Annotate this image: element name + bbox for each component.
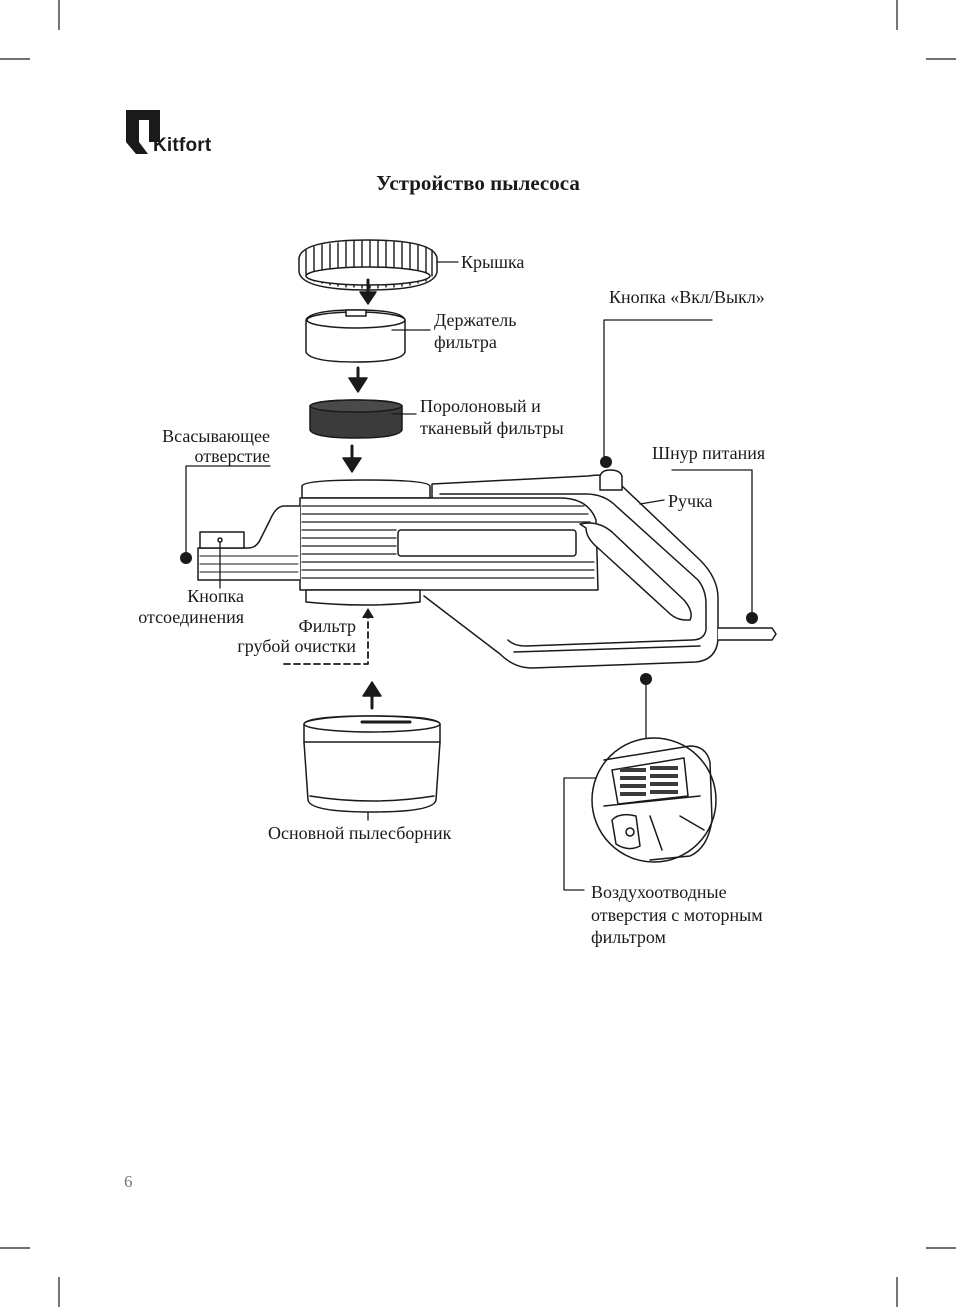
vacuum-body — [197, 469, 777, 669]
arrow-down-icon — [348, 377, 368, 393]
lid-label: Крышка — [461, 252, 525, 272]
dust-container-part — [303, 715, 441, 813]
lid-part — [298, 239, 438, 291]
brand-name: Kitfort — [153, 135, 212, 156]
kitfort-logo-icon — [126, 110, 160, 154]
arrow-up-icon — [362, 681, 382, 697]
arrow-down-icon — [342, 457, 362, 473]
page-number: 6 — [124, 1172, 133, 1191]
handle-label: Ручка — [668, 491, 713, 511]
foam-filter-part — [309, 399, 403, 439]
coarse-filter-label-1: Фильтр — [298, 616, 356, 636]
page-title: Устройство пылесоса — [376, 171, 580, 195]
release-button-label-2: отсоединения — [138, 607, 244, 627]
foam-filter-label-2: тканевый фильтры — [420, 418, 564, 438]
filter-holder-part — [305, 309, 406, 363]
dust-container-label: Основной пылесборник — [268, 823, 452, 843]
power-button-label: Кнопка «Вкл/Выкл» — [609, 287, 765, 307]
exhaust-label-1: Воздухоотводные — [591, 882, 727, 902]
filter-holder-label-2: фильтра — [434, 332, 497, 352]
suction-inlet-label-2: отверстие — [194, 446, 271, 466]
power-cord-label: Шнур питания — [652, 443, 766, 463]
filter-holder-label-1: Держатель — [434, 310, 517, 330]
exhaust-label-3: фильтром — [591, 927, 666, 947]
exhaust-label-2: отверстия с моторным — [591, 905, 763, 925]
coarse-filter-label-2: грубой очистки — [237, 636, 356, 656]
release-button-label-1: Кнопка — [187, 586, 244, 606]
foam-filter-label-1: Поролоновый и — [420, 396, 541, 416]
arrow-down-icon — [359, 291, 377, 305]
exhaust-zoom-view — [591, 737, 717, 863]
suction-inlet-label-1: Всасывающее — [162, 426, 270, 446]
